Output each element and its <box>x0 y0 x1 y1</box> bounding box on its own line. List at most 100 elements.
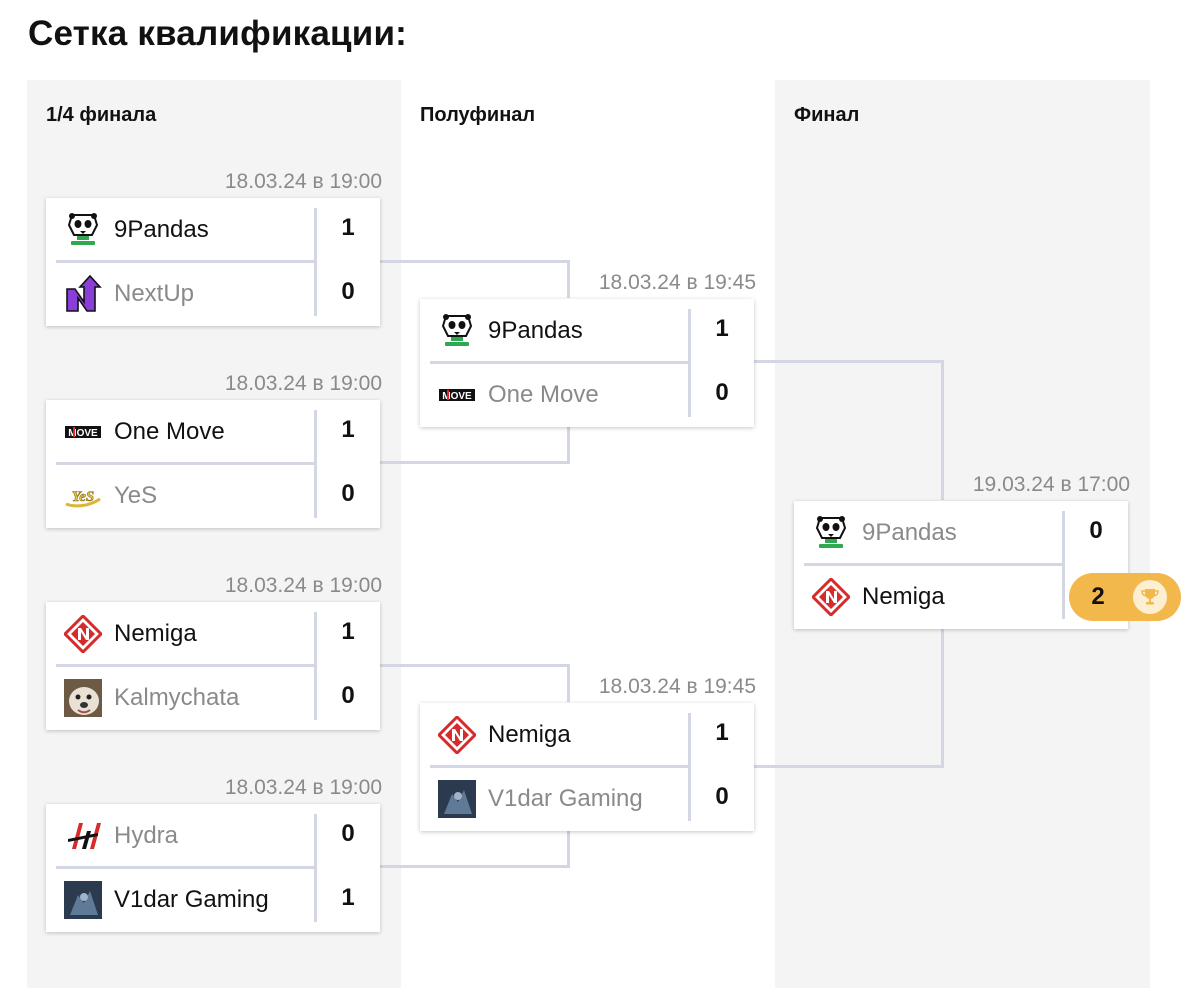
round-title-semifinal: Полуфинал <box>420 104 536 126</box>
match-card[interactable]: 9Pandas 1 NextUp 0 <box>46 198 380 326</box>
team-row[interactable]: Kalmychata 0 <box>46 666 380 730</box>
round-title-quarterfinal: 1/4 финала <box>46 104 157 126</box>
connector-line <box>380 461 570 464</box>
team-row[interactable]: 9Pandas 1 <box>46 198 380 262</box>
row-divider <box>804 563 1062 566</box>
team-score: 1 <box>341 884 355 911</box>
champion-badge: 2 <box>1069 573 1181 621</box>
row-divider <box>56 462 314 465</box>
match-date: 18.03.24 в 19:00 <box>224 372 382 395</box>
svg-text:MOVE: MOVE <box>68 428 98 439</box>
row-divider <box>56 260 314 263</box>
connector-line <box>567 260 570 298</box>
onemove-logo-icon: MOVE <box>438 376 476 414</box>
match-card-final[interactable]: 9Pandas 0 Nemiga <box>794 501 1128 629</box>
team-name: Kalmychata <box>114 684 240 711</box>
panda-logo-icon <box>812 514 850 552</box>
row-divider <box>430 361 688 364</box>
panda-logo-icon <box>64 211 102 249</box>
v1dar-logo-icon <box>438 780 476 818</box>
team-name: NextUp <box>114 280 195 307</box>
match-date: 18.03.24 в 19:45 <box>598 675 756 698</box>
yes-logo-icon: YeS <box>64 477 102 515</box>
match-card[interactable]: Hydra 0 V1dar Gaming 1 <box>46 804 380 932</box>
match-card[interactable]: Nemiga 1 V1dar Gaming 0 <box>420 703 754 831</box>
team-row[interactable]: Nemiga 1 <box>420 703 754 767</box>
connector-line <box>754 765 944 768</box>
kalmychata-logo-icon <box>64 679 102 717</box>
connector-line <box>567 427 570 464</box>
team-row[interactable]: 9Pandas 0 <box>794 501 1128 565</box>
team-name: 9Pandas <box>114 216 209 243</box>
svg-text:MOVE: MOVE <box>442 391 472 402</box>
connector-line <box>380 260 570 263</box>
team-row[interactable]: V1dar Gaming 1 <box>46 868 380 932</box>
score-divider <box>314 814 317 922</box>
team-row[interactable]: NextUp 0 <box>46 262 380 326</box>
match-date: 18.03.24 в 19:00 <box>224 776 382 799</box>
score-divider <box>314 208 317 316</box>
team-score: 1 <box>341 214 355 241</box>
team-name: Hydra <box>114 822 179 849</box>
team-row[interactable]: Hydra 0 <box>46 804 380 868</box>
team-score: 1 <box>341 618 355 645</box>
score-divider <box>1062 511 1065 619</box>
team-score: 0 <box>341 820 355 847</box>
team-name: Nemiga <box>114 620 197 647</box>
team-row[interactable]: MOVE One Move 1 <box>46 400 380 464</box>
hydra-logo-icon <box>64 817 102 855</box>
team-name: Nemiga <box>862 583 945 610</box>
connector-line <box>380 664 570 667</box>
row-divider <box>430 765 688 768</box>
match-card[interactable]: 9Pandas 1 MOVE One Move 0 <box>420 299 754 427</box>
team-score: 2 <box>1091 583 1105 610</box>
v1dar-logo-icon <box>64 881 102 919</box>
team-score: 0 <box>1089 517 1103 544</box>
team-name: V1dar Gaming <box>114 886 269 913</box>
row-divider <box>56 664 314 667</box>
team-score: 0 <box>341 278 355 305</box>
team-row[interactable]: MOVE One Move 0 <box>420 363 754 427</box>
match-card[interactable]: Nemiga 1 Kalmychata 0 <box>46 602 380 730</box>
row-divider <box>56 866 314 869</box>
panda-logo-icon <box>438 312 476 350</box>
svg-text:YeS: YeS <box>72 489 95 505</box>
team-row[interactable]: V1dar Gaming 0 <box>420 767 754 831</box>
team-score: 0 <box>715 379 729 406</box>
connector-line <box>380 865 570 868</box>
score-divider <box>688 309 691 417</box>
trophy-icon <box>1133 580 1167 614</box>
nemiga-logo-icon <box>64 615 102 653</box>
match-date: 18.03.24 в 19:00 <box>224 574 382 597</box>
team-score: 0 <box>715 783 729 810</box>
team-name: YeS <box>114 482 158 509</box>
connector-line <box>754 360 944 363</box>
match-date: 18.03.24 в 19:00 <box>224 170 382 193</box>
score-divider <box>314 410 317 518</box>
team-row[interactable]: YeS YeS 0 <box>46 464 380 528</box>
connector-line <box>941 360 944 500</box>
score-divider <box>688 713 691 821</box>
team-name: One Move <box>114 418 225 445</box>
team-name: 9Pandas <box>862 519 957 546</box>
team-name: Nemiga <box>488 721 571 748</box>
score-divider <box>314 612 317 720</box>
nemiga-logo-icon <box>812 578 850 616</box>
nextup-logo-icon <box>64 275 102 313</box>
round-title-final: Финал <box>794 104 860 126</box>
connector-line <box>567 831 570 868</box>
connector-line <box>567 664 570 702</box>
team-score: 1 <box>341 416 355 443</box>
team-score: 0 <box>341 682 355 709</box>
team-score: 1 <box>715 315 729 342</box>
team-score: 0 <box>341 480 355 507</box>
team-score: 1 <box>715 719 729 746</box>
match-date: 19.03.24 в 17:00 <box>972 473 1130 496</box>
team-row[interactable]: 9Pandas 1 <box>420 299 754 363</box>
team-row[interactable]: Nemiga 1 <box>46 602 380 666</box>
onemove-logo-icon: MOVE <box>64 413 102 451</box>
match-card[interactable]: MOVE One Move 1 YeS YeS 0 <box>46 400 380 528</box>
match-date: 18.03.24 в 19:45 <box>598 271 756 294</box>
team-name: 9Pandas <box>488 317 583 344</box>
team-row[interactable]: Nemiga <box>794 565 1128 629</box>
